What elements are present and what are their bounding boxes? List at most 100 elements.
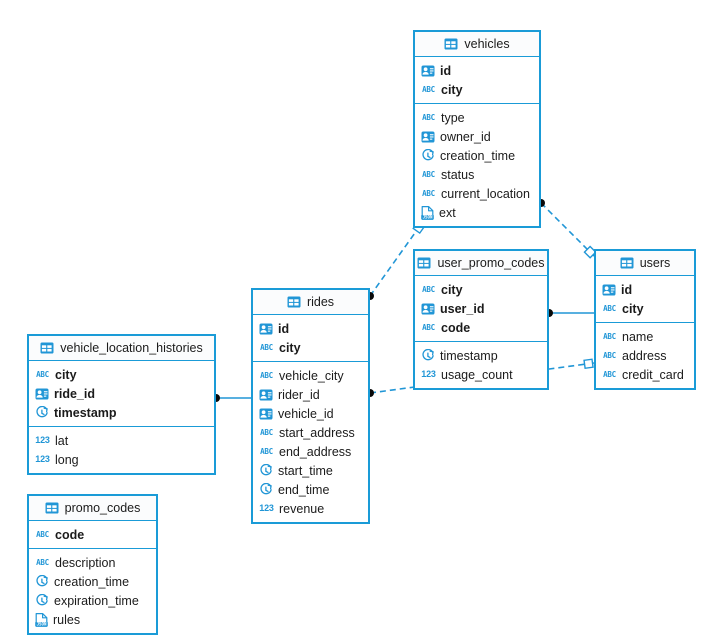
edge-target-square <box>583 358 594 370</box>
table-field[interactable]: start_time <box>253 461 368 480</box>
primary-key-field[interactable]: timestamp <box>29 403 214 422</box>
abc-text-icon: ABC <box>422 112 435 122</box>
field-label: city <box>279 340 301 355</box>
table-icon <box>620 257 634 269</box>
primary-key-field[interactable]: ABC city <box>253 338 368 357</box>
table-name: user_promo_codes <box>437 256 545 270</box>
primary-key-field[interactable]: id <box>253 319 368 338</box>
primary-key-field[interactable]: ride_id <box>29 384 214 403</box>
abc-text-icon: ABC <box>422 188 435 198</box>
table-field[interactable]: expiration_time <box>29 591 156 610</box>
field-label: vehicle_city <box>279 368 344 383</box>
table-field[interactable]: rider_id <box>253 385 368 404</box>
field-label: city <box>55 367 77 382</box>
field-label: name <box>622 329 654 344</box>
primary-key-field[interactable]: ABC city <box>415 280 547 299</box>
id-card-icon <box>259 323 273 335</box>
table-icon <box>40 342 54 354</box>
relationship-vehicle-location-histories-to-rides[interactable] <box>212 394 251 402</box>
table-icon <box>45 502 59 514</box>
field-label: vehicle_id <box>278 406 334 421</box>
table-name: promo_codes <box>64 501 141 515</box>
table-field[interactable]: JSON rules <box>29 610 156 629</box>
abc-text-icon: ABC <box>422 284 435 294</box>
field-label: timestamp <box>54 405 117 420</box>
primary-key-field[interactable]: ABC code <box>29 525 156 544</box>
abc-text-icon: ABC <box>260 427 273 437</box>
table-field[interactable]: end_time <box>253 480 368 499</box>
field-label: address <box>622 348 667 363</box>
abc-text-icon: ABC <box>603 331 616 341</box>
primary-key-field[interactable]: id <box>596 280 694 299</box>
json-file-icon: JSON <box>35 612 48 627</box>
table-header[interactable]: vehicles <box>415 32 539 57</box>
field-label: status <box>441 167 475 182</box>
table-field[interactable]: owner_id <box>415 127 539 146</box>
table-field[interactable]: ABC current_location <box>415 184 539 203</box>
table-header[interactable]: vehicle_location_histories <box>29 336 214 361</box>
table-field[interactable]: ABC name <box>596 327 694 346</box>
abc-text-icon: ABC <box>260 342 273 352</box>
table-field[interactable]: creation_time <box>415 146 539 165</box>
field-label: rules <box>53 612 81 627</box>
field-label: description <box>55 555 116 570</box>
table-header[interactable]: rides <box>253 290 368 315</box>
table-field[interactable]: timestamp <box>415 346 547 365</box>
field-label: ride_id <box>54 386 95 401</box>
field-label: type <box>441 110 465 125</box>
abc-text-icon: ABC <box>422 322 435 332</box>
abc-text-icon: ABC <box>603 369 616 379</box>
clock-icon <box>421 349 435 362</box>
primary-key-field[interactable]: id <box>415 61 539 80</box>
table-header[interactable]: promo_codes <box>29 496 156 521</box>
field-label: revenue <box>279 501 325 516</box>
field-label: city <box>441 282 463 297</box>
abc-text-icon: ABC <box>36 529 49 539</box>
table-field[interactable]: vehicle_id <box>253 404 368 423</box>
table-header[interactable]: user_promo_codes <box>415 251 547 276</box>
id-card-icon <box>35 388 49 400</box>
table-field[interactable]: creation_time <box>29 572 156 591</box>
id-card-icon <box>421 131 435 143</box>
field-label: end_time <box>278 482 330 497</box>
field-label: code <box>55 527 85 542</box>
primary-key-field[interactable]: user_id <box>415 299 547 318</box>
123-number-icon: 123 <box>421 369 436 379</box>
svg-text:JSON: JSON <box>423 214 433 219</box>
123-number-icon: 123 <box>35 454 50 464</box>
field-label: lat <box>55 433 69 448</box>
relationship-user-promo-codes-to-users[interactable] <box>545 309 594 317</box>
field-label: long <box>55 452 79 467</box>
table-field[interactable]: ABC type <box>415 108 539 127</box>
table-header[interactable]: users <box>596 251 694 276</box>
field-label: current_location <box>441 186 530 201</box>
field-label: timestamp <box>440 348 498 363</box>
table-field[interactable]: 123 long <box>29 450 214 469</box>
